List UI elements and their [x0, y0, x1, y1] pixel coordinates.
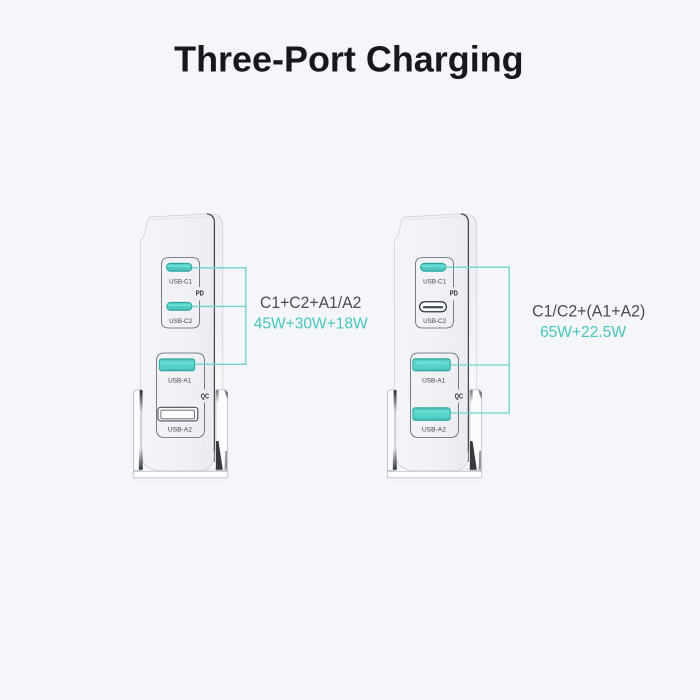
svg-text:C1/C2+(A1+A2): C1/C2+(A1+A2): [532, 302, 645, 320]
svg-text:QC: QC: [201, 394, 209, 401]
svg-text:USB-A1: USB-A1: [422, 378, 446, 385]
svg-text:65W+22.5W: 65W+22.5W: [540, 324, 627, 341]
svg-text:USB-C1: USB-C1: [169, 279, 192, 286]
svg-text:USB-C2: USB-C2: [423, 318, 446, 325]
svg-text:Three-Port Charging: Three-Port Charging: [174, 39, 524, 80]
svg-text:USB-A1: USB-A1: [168, 378, 192, 385]
svg-text:PD: PD: [450, 290, 458, 297]
svg-text:PD: PD: [196, 290, 204, 297]
svg-text:USB-A2: USB-A2: [168, 427, 193, 434]
svg-text:45W+30W+18W: 45W+30W+18W: [254, 316, 369, 333]
svg-text:USB-A2: USB-A2: [422, 427, 447, 434]
svg-text:USB-C2: USB-C2: [169, 318, 192, 325]
svg-text:C1+C2+A1/A2: C1+C2+A1/A2: [260, 294, 361, 312]
svg-text:USB-C1: USB-C1: [423, 279, 446, 286]
svg-text:QC: QC: [455, 394, 463, 401]
